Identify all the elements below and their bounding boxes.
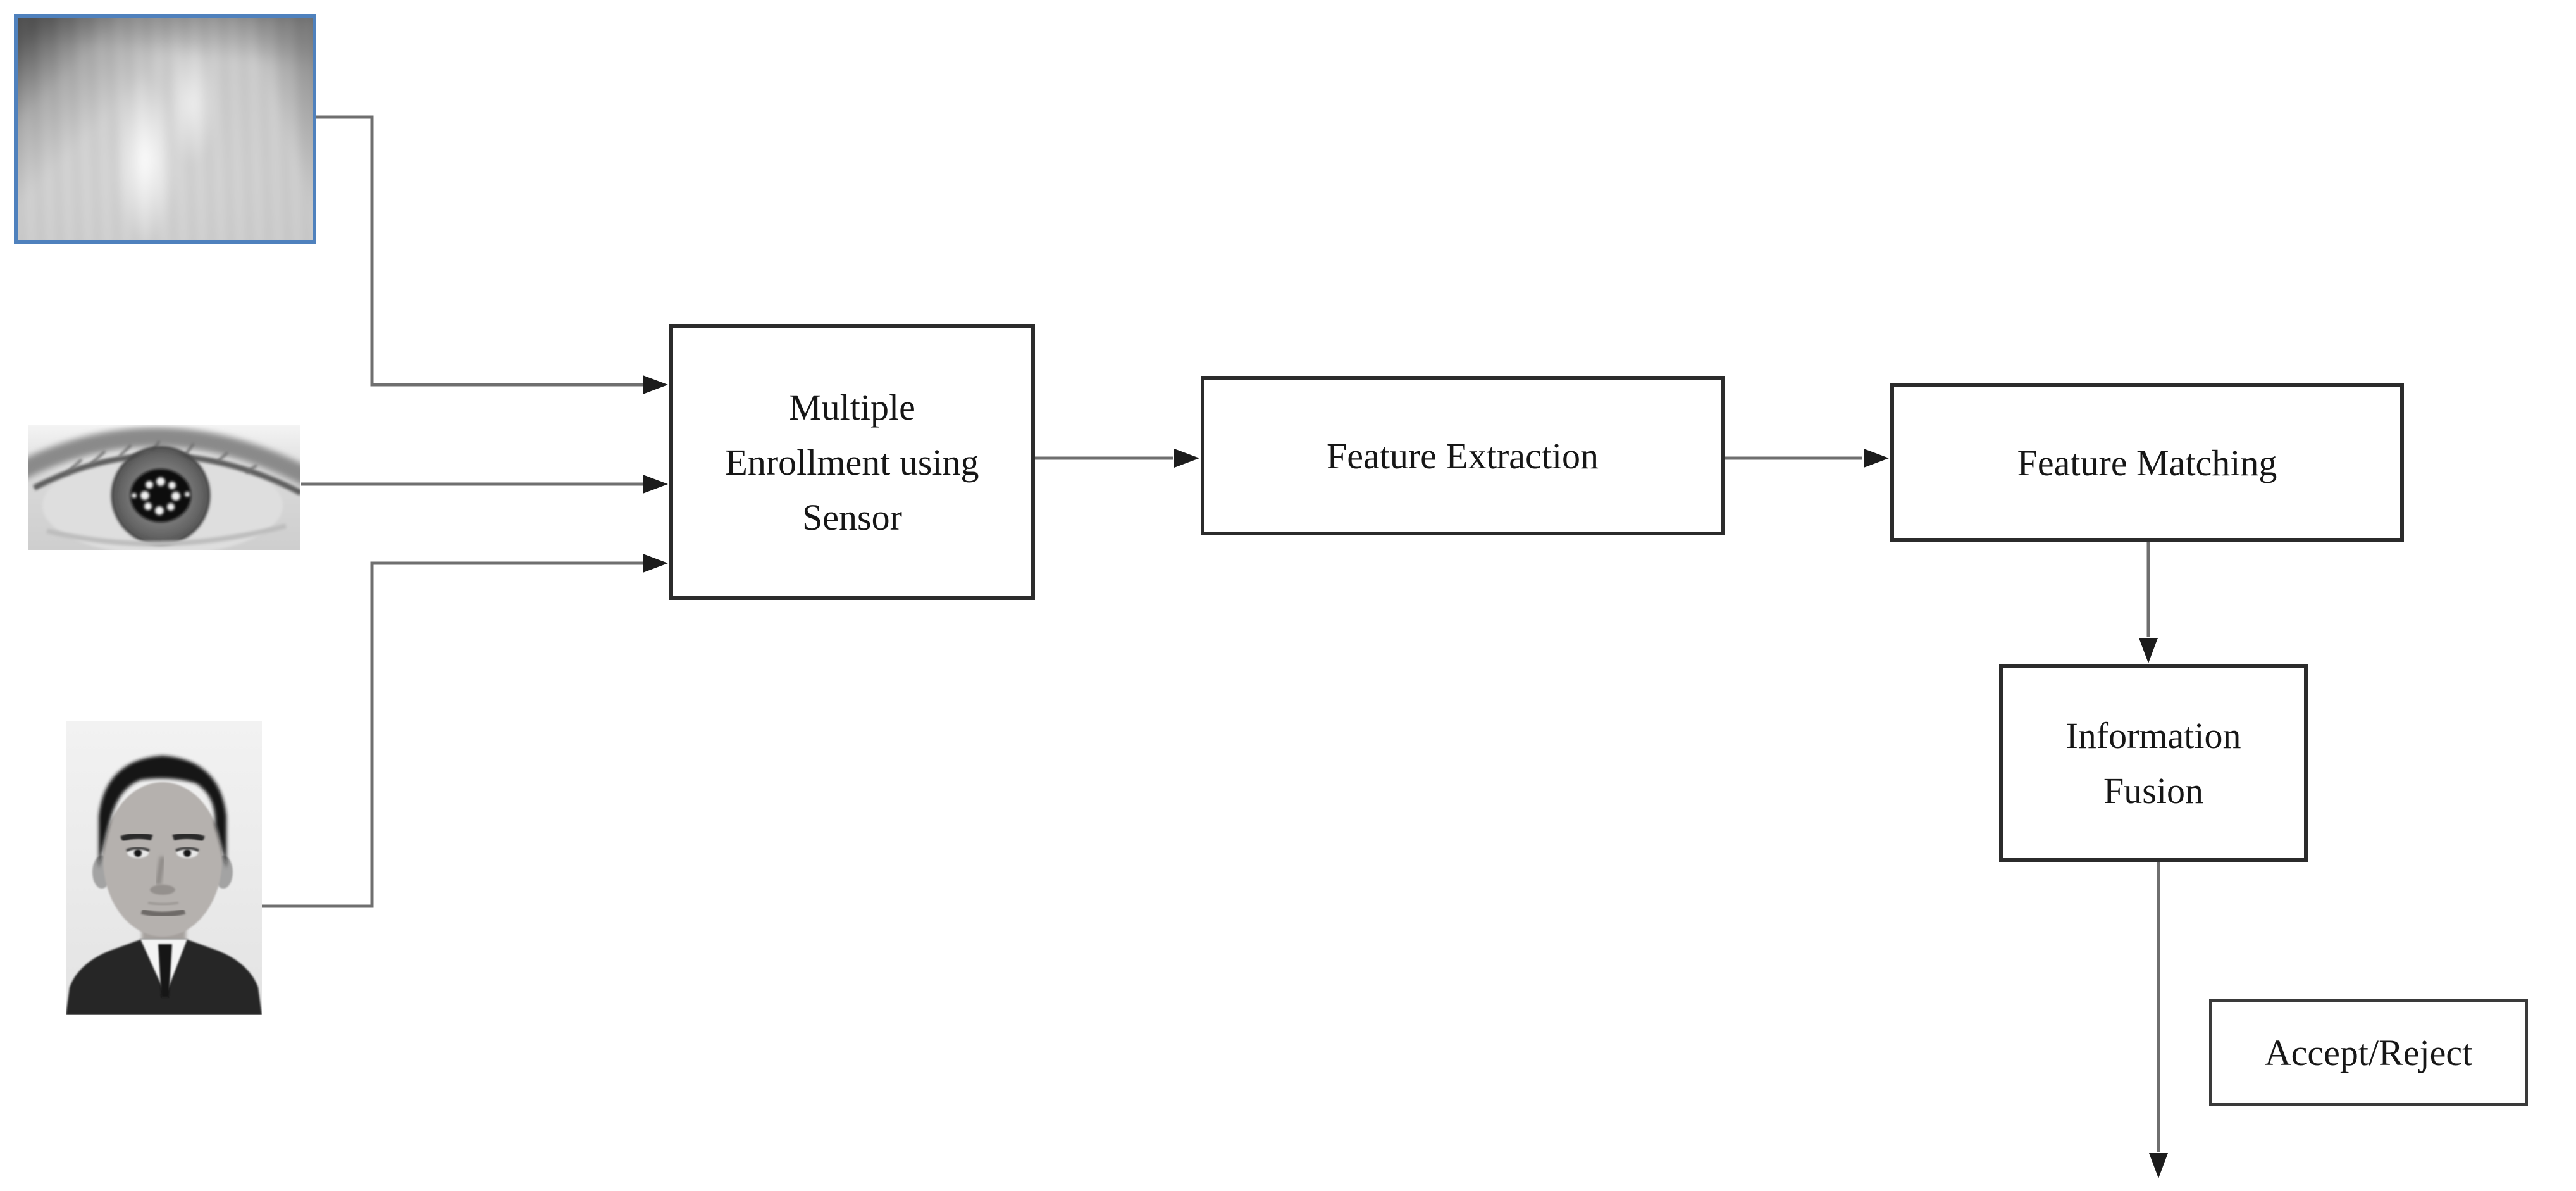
lower-lid-line (46, 523, 287, 547)
node-accept-reject: Accept/Reject (2209, 999, 2528, 1106)
node-label: Accept/Reject (2264, 1032, 2473, 1073)
node-label: Multiple Enrollment using Sensor (725, 386, 979, 538)
eyebrow-arc (28, 427, 300, 485)
edge-face-to-enrollment (262, 561, 644, 908)
arrowhead-into-enrollment-1 (643, 375, 668, 394)
edge-fingerprint-to-enrollment (310, 115, 644, 387)
pupil-reflections (132, 477, 190, 515)
tie (158, 944, 172, 997)
facial-features (120, 832, 205, 918)
node-label: Feature Matching (2017, 442, 2277, 483)
arrowhead-into-enrollment-3 (643, 554, 668, 573)
node-label: Information Fusion (2065, 715, 2241, 811)
arrowhead-into-fusion (2139, 638, 2158, 663)
hair (99, 756, 226, 868)
fingerprint-photo-icon (14, 14, 316, 244)
node-label: Feature Extraction (1327, 435, 1599, 477)
node-feature-matching: Feature Matching (1890, 383, 2404, 542)
arrowhead-into-extraction (1174, 449, 1199, 468)
arrowhead-output (2149, 1153, 2168, 1178)
node-multiple-enrollment: Multiple Enrollment using Sensor (669, 324, 1035, 600)
arrowhead-into-enrollment-2 (643, 475, 668, 494)
node-feature-extraction: Feature Extraction (1201, 376, 1725, 535)
node-information-fusion: Information Fusion (1999, 664, 2308, 862)
iris-photo-icon (28, 425, 300, 550)
fingerprint-texture (18, 18, 313, 240)
face-photo-icon (66, 721, 262, 1015)
arrowhead-into-matching (1864, 449, 1889, 468)
